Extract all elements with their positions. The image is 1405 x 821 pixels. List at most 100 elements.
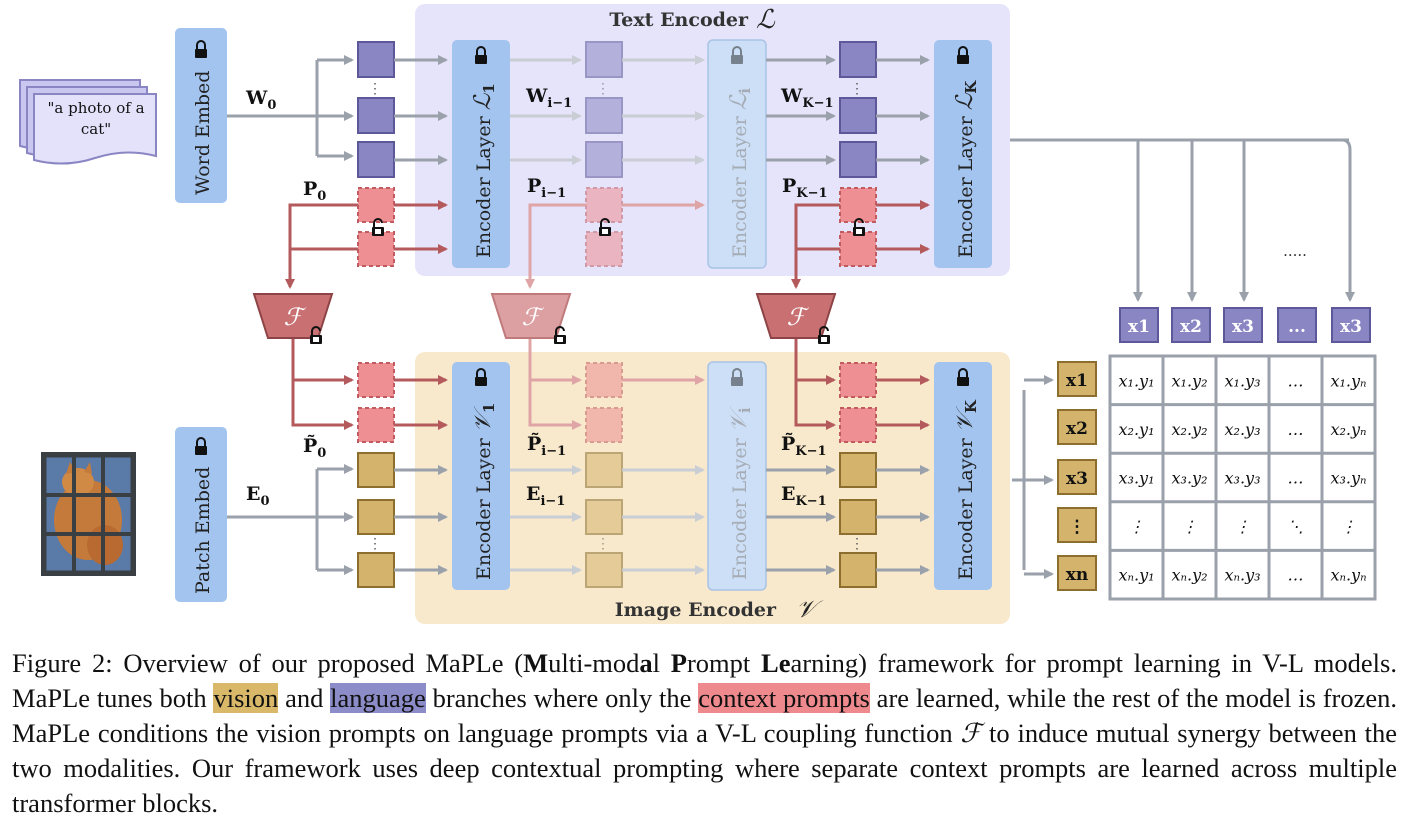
word-embed-label: Word Embed (192, 71, 214, 195)
coupling-stage1-arrows (285, 203, 358, 430)
text-feature-boxes: x1 x2 x3... x3 (1119, 307, 1371, 343)
matrix-cell: ⋮ (1341, 517, 1357, 536)
svg-text:x1: x1 (1128, 317, 1150, 337)
stage-k-input-arrows (766, 55, 836, 575)
text-feature-0: x1 (1119, 307, 1159, 343)
text-input-line2: cat" (81, 120, 111, 138)
matrix-cell: x₁.yₙ (1330, 371, 1366, 390)
text-input-line1: "a photo of a (47, 99, 144, 117)
stage-i-layer-arrows (525, 55, 705, 575)
svg-text:EK−1: EK−1 (781, 483, 827, 509)
svg-text:Encoder Layer𝒱i: Encoder Layer𝒱i (726, 405, 754, 580)
svg-text:x3: x3 (1340, 317, 1362, 337)
svg-text:PK−1: PK−1 (782, 175, 828, 201)
image-input-cat (41, 452, 136, 576)
svg-text:⋮: ⋮ (850, 81, 864, 97)
svg-text:Encoder Layerℒi: Encoder Layerℒi (726, 88, 754, 258)
patch-embed-label: Patch Embed (192, 467, 214, 594)
matrix-cell: xₙ.y₁ (1118, 566, 1154, 585)
image-tokens-stage1: ⋮ (357, 362, 395, 588)
image-encoder-layer-i: Encoder Layer𝒱i (707, 361, 767, 591)
highlight-vision: vision (213, 683, 279, 713)
coupling-function-k: ℱ (755, 293, 837, 345)
matrix-cell: ⋮ (1182, 517, 1198, 536)
stage-i-input-arrows (510, 55, 582, 575)
svg-text:⋮: ⋮ (368, 81, 382, 97)
stage1-arrows (394, 55, 448, 575)
svg-text:x1: x1 (1066, 371, 1088, 391)
matrix-frame (1108, 354, 1377, 601)
svg-text:⋮: ⋮ (596, 81, 610, 97)
matrix-cell: x₂.y₂ (1172, 420, 1208, 439)
svg-text:Ei−1: Ei−1 (526, 483, 565, 509)
image-feature-0: x1 (1057, 361, 1097, 397)
svg-text:...: ... (1288, 317, 1306, 337)
svg-text:P̃0: P̃0 (303, 435, 326, 461)
text-tokens-stage-k: ⋮ (839, 41, 877, 267)
matrix-cell: xₙ.yₙ (1330, 566, 1366, 585)
patch-embed-arrows (227, 464, 354, 575)
matrix-cell: x₃.yₙ (1330, 469, 1366, 488)
svg-text:Encoder Layer𝒱1: Encoder Layer𝒱1 (470, 403, 498, 580)
text-encoder-layer-i: Encoder Layerℒi (707, 39, 767, 269)
svg-text:Pi−1: Pi−1 (527, 175, 566, 201)
svg-text:ℱ: ℱ (284, 303, 307, 331)
text-input-document: "a photo of a cat" (19, 79, 157, 165)
svg-text:WK−1: WK−1 (780, 85, 834, 111)
matrix-cell: ⋮ (1235, 517, 1251, 536)
svg-text:P0: P0 (303, 178, 326, 204)
image-feature-2: x3 (1057, 459, 1097, 495)
matrix-cell: ⋮ (1129, 517, 1145, 536)
dots-text: ..... (1283, 242, 1307, 260)
matrix-cell: … (1288, 469, 1304, 488)
svg-text:xn: xn (1066, 565, 1089, 585)
maple-diagram: Text Encoder ℒ Image Encoder 𝒱 "a photo … (19, 4, 1377, 624)
svg-text:W0: W0 (245, 87, 276, 113)
svg-text:⋮: ⋮ (368, 536, 382, 552)
matrix-cell: x₃.y₁ (1119, 469, 1155, 488)
svg-text:x2: x2 (1066, 419, 1088, 439)
text-encoder-title: Text Encoder (609, 9, 749, 31)
word-embed-box: Word Embed (175, 28, 227, 203)
matrix-cell: x₃.y₂ (1172, 469, 1208, 488)
svg-text:ℱ: ℱ (787, 303, 810, 331)
matrix-cell: x₂.y₁ (1119, 420, 1155, 439)
highlight-language: language (330, 683, 426, 713)
image-encoder-layer-1: Encoder Layer𝒱1 (452, 362, 510, 590)
svg-text:Encoder Layerℒ1: Encoder Layerℒ1 (470, 83, 498, 258)
figure-caption: Figure 2: Overview of our proposed MaPLe… (12, 648, 1397, 818)
text-tokens-stage1: ⋮ (357, 41, 395, 267)
matrix-cell: x₂.y₃ (1225, 420, 1261, 439)
image-feature-1: x2 (1057, 409, 1097, 445)
text-tokens-stage-i: ⋮ (585, 41, 623, 267)
patch-embed-box: Patch Embed (175, 427, 227, 602)
image-tokens-stage-k: ⋮ (839, 362, 877, 588)
image-feature-4: xn (1057, 555, 1097, 591)
svg-text:P̃i−1: P̃i−1 (527, 433, 566, 459)
text-encoder-symbol: ℒ (756, 5, 776, 35)
svg-text:P̃K−1: P̃K−1 (781, 433, 827, 459)
matrix-cell: xₙ.y₂ (1171, 566, 1207, 585)
matrix-cell: … (1288, 420, 1304, 439)
svg-text:x3: x3 (1066, 469, 1088, 489)
matrix-cell: xₙ.y₃ (1224, 566, 1260, 585)
matrix-cell: … (1288, 371, 1304, 390)
svg-text:ℱ: ℱ (522, 303, 545, 331)
matrix-cell: ⋱ (1288, 517, 1304, 536)
coupling-function-i: ℱ (490, 293, 572, 345)
svg-text:x2: x2 (1180, 317, 1202, 337)
svg-text:Wi−1: Wi−1 (525, 85, 572, 111)
matrix-cell: x₃.y₃ (1225, 469, 1261, 488)
text-output-arrows (1010, 138, 1355, 302)
text-feature-3: ... (1277, 307, 1317, 343)
stage-k-layer-arrows (791, 55, 930, 575)
token-labels: W0 Wi−1 WK−1 P0 Pi−1 PK−1 P̃0 P̃i−1 P̃K−… (245, 85, 834, 509)
image-feature-3: ⋮ (1057, 507, 1097, 543)
text-feature-4: x3 (1331, 307, 1371, 343)
svg-text:Encoder Layer𝒱K: Encoder Layer𝒱K (952, 399, 980, 580)
image-encoder-layer-k: Encoder Layer𝒱K (934, 362, 992, 590)
svg-text:E0: E0 (246, 483, 270, 509)
image-tokens-stage-i: ⋮ (585, 362, 623, 588)
text-feature-2: x3 (1223, 307, 1263, 343)
coupling-function-1: ℱ (252, 293, 334, 345)
